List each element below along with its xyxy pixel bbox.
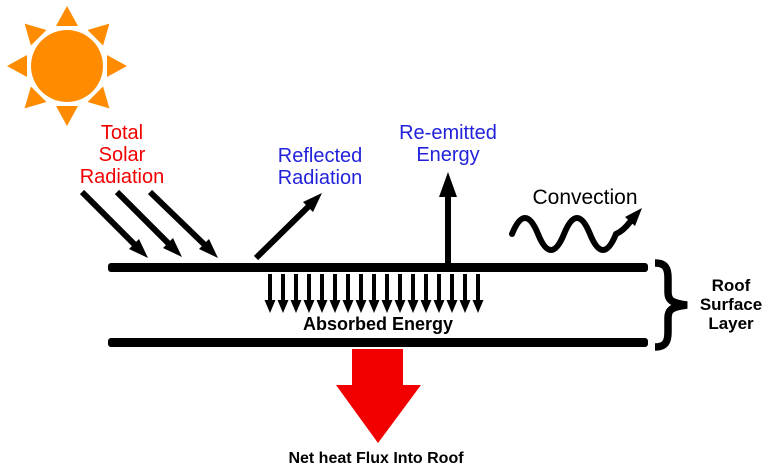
solar-radiation-arrows [79, 189, 218, 258]
reflected-radiation-arrow [253, 193, 322, 261]
convection-label: Convection [532, 186, 638, 209]
label-line: Reflected [277, 145, 363, 167]
roof-surface-layer-label: Roof Surface Layer [691, 276, 768, 333]
label-line: Solar [98, 144, 146, 166]
label-line: Energy [416, 144, 480, 166]
roof-surface-top-bar [108, 263, 648, 272]
sun-icon [7, 6, 127, 126]
label-line: Radiation [277, 167, 363, 189]
absorbed-energy-arrows [262, 272, 486, 315]
label-line: Surface [699, 295, 763, 314]
reemitted-energy-arrow [439, 172, 457, 264]
label-line: Layer [708, 314, 754, 333]
roof-surface-bottom-bar [108, 338, 648, 347]
label-line: Roof [711, 276, 751, 295]
reemitted-energy-label: Re-emitted Energy [368, 122, 528, 166]
net-heat-flux-label: Net heat Flux Into Roof [288, 450, 464, 467]
convection-wave-arrow [509, 208, 642, 253]
net-heat-flux-arrow [336, 349, 421, 443]
total-solar-radiation-label: Total Solar Radiation [42, 122, 202, 188]
roof-layer-brace [654, 259, 688, 351]
label-line: Re-emitted [399, 122, 497, 144]
label-line: Total [100, 122, 144, 144]
reflected-radiation-label: Reflected Radiation [240, 145, 400, 189]
absorbed-energy-label: Absorbed Energy [302, 314, 454, 334]
label-line: Radiation [79, 166, 165, 188]
